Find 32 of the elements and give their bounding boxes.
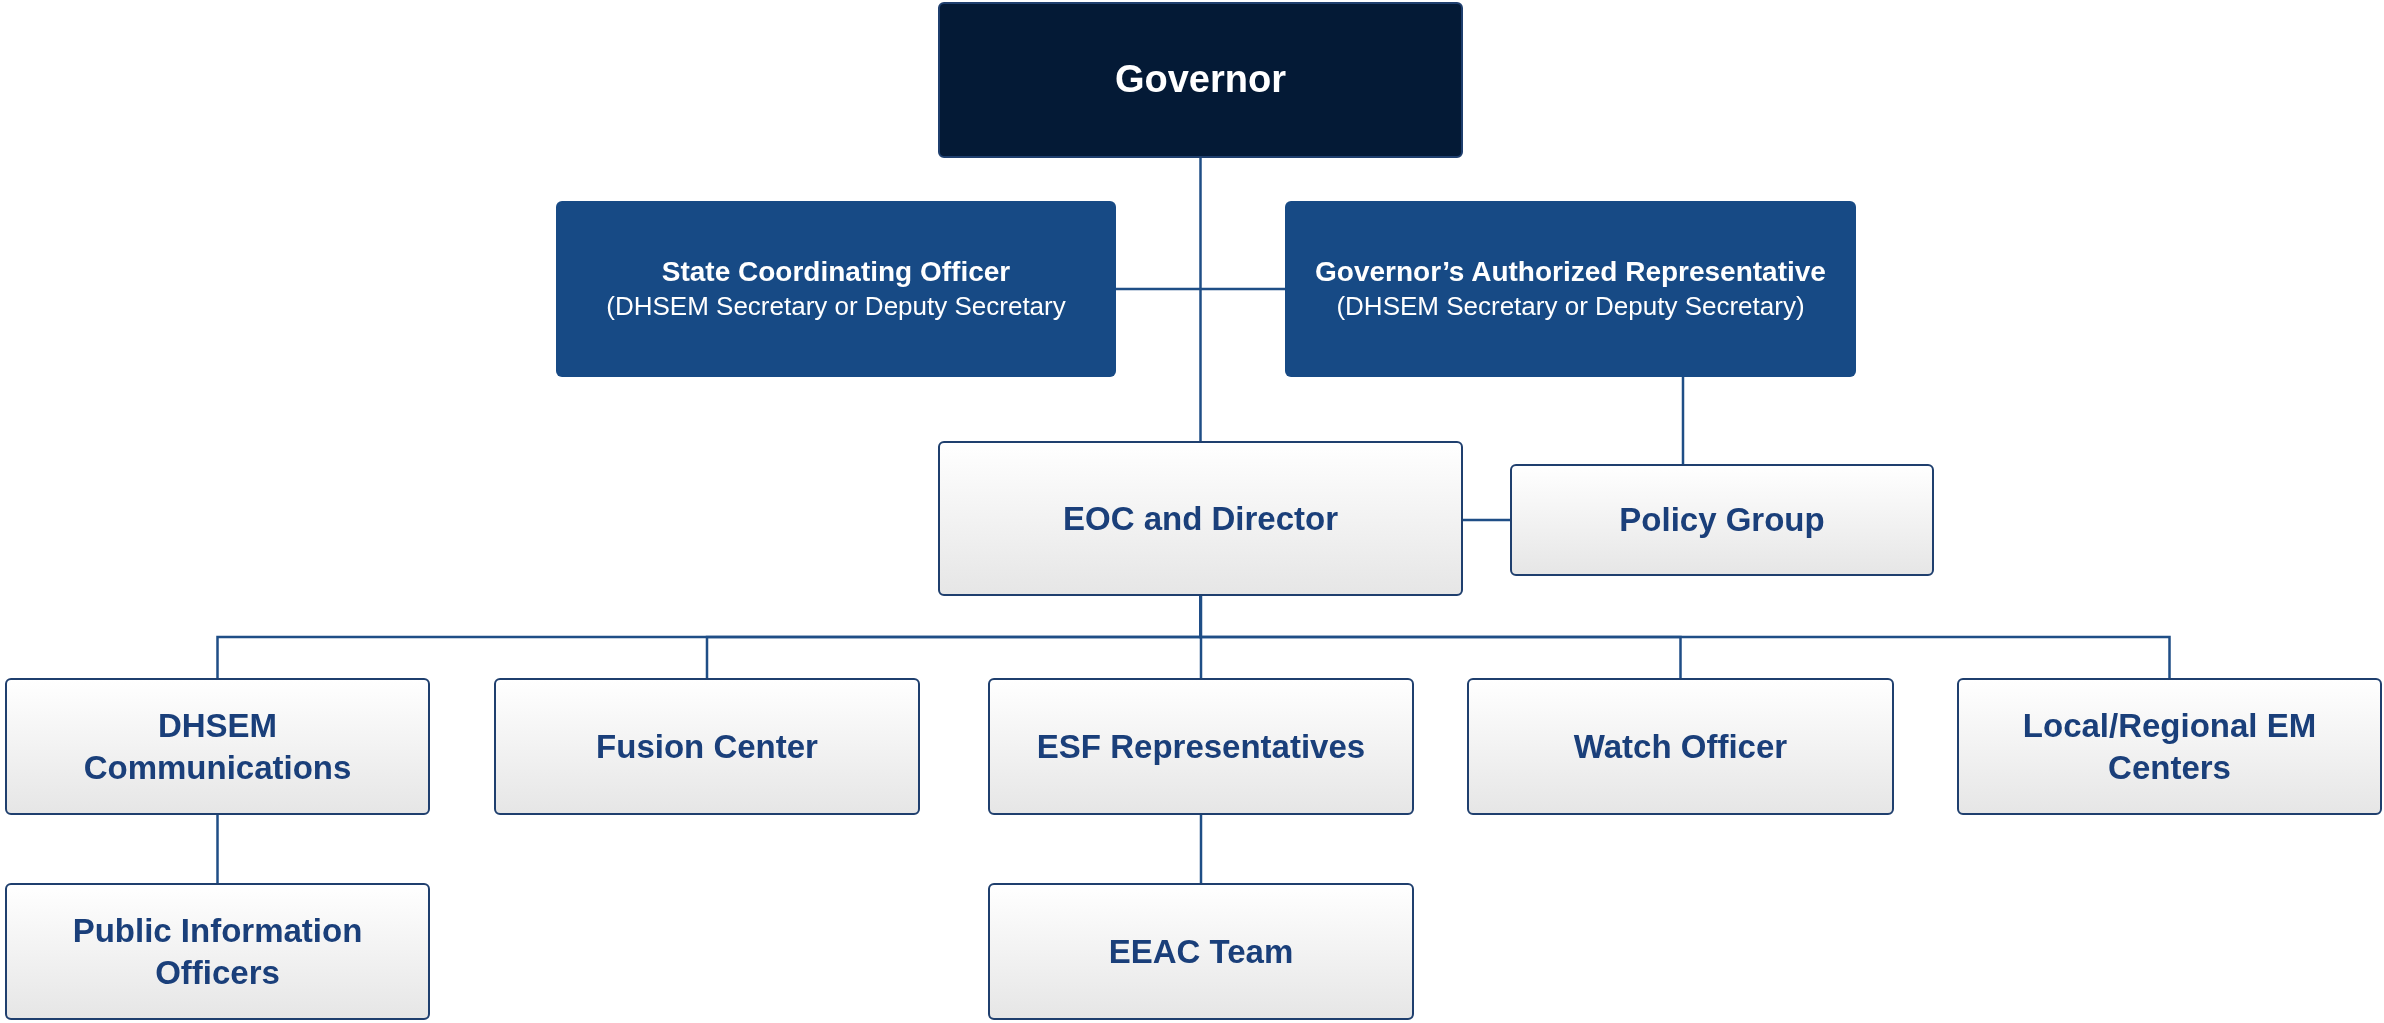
- box-title: Policy Group: [1619, 500, 1825, 541]
- connector-line: [1463, 518, 1510, 522]
- org-box: [988, 883, 1414, 1020]
- box-subtitle: (DHSEM Secretary or Deputy Secretary: [606, 289, 1066, 323]
- connector-line: [1681, 377, 1685, 464]
- box-title: Local/Regional EM Centers: [2021, 706, 2318, 788]
- box-title: EOC and Director: [1062, 498, 1339, 539]
- org-box: [1957, 678, 2382, 815]
- org-box: [1510, 464, 1934, 576]
- box-title: Public Information Officers: [71, 911, 364, 993]
- org-box: [938, 441, 1463, 596]
- box-title: DHSEM Communications: [82, 706, 353, 788]
- box-title: State Coordinating Officer: [661, 254, 1011, 289]
- box-title: ESF Representatives: [1036, 726, 1366, 767]
- box-title: EEAC Team: [1108, 931, 1294, 972]
- connector-line: [1116, 287, 1285, 291]
- box-title: Governor: [1114, 57, 1286, 103]
- connector-line: [1199, 815, 1203, 883]
- org-box: [1285, 201, 1856, 377]
- connector-line: [216, 815, 219, 883]
- org-box: [988, 678, 1414, 815]
- org-box: [5, 678, 430, 815]
- box-subtitle: (DHSEM Secretary or Deputy Secretary): [1336, 289, 1805, 323]
- org-box: [938, 2, 1463, 158]
- org-box: [5, 883, 430, 1020]
- org-box: [1467, 678, 1894, 815]
- box-title: Watch Officer: [1573, 726, 1788, 767]
- box-title: Fusion Center: [596, 726, 818, 767]
- box-title: Governor’s Authorized Representative: [1315, 254, 1826, 289]
- org-box: [494, 678, 920, 815]
- org-box: [556, 201, 1116, 377]
- connector-line: [1199, 158, 1202, 441]
